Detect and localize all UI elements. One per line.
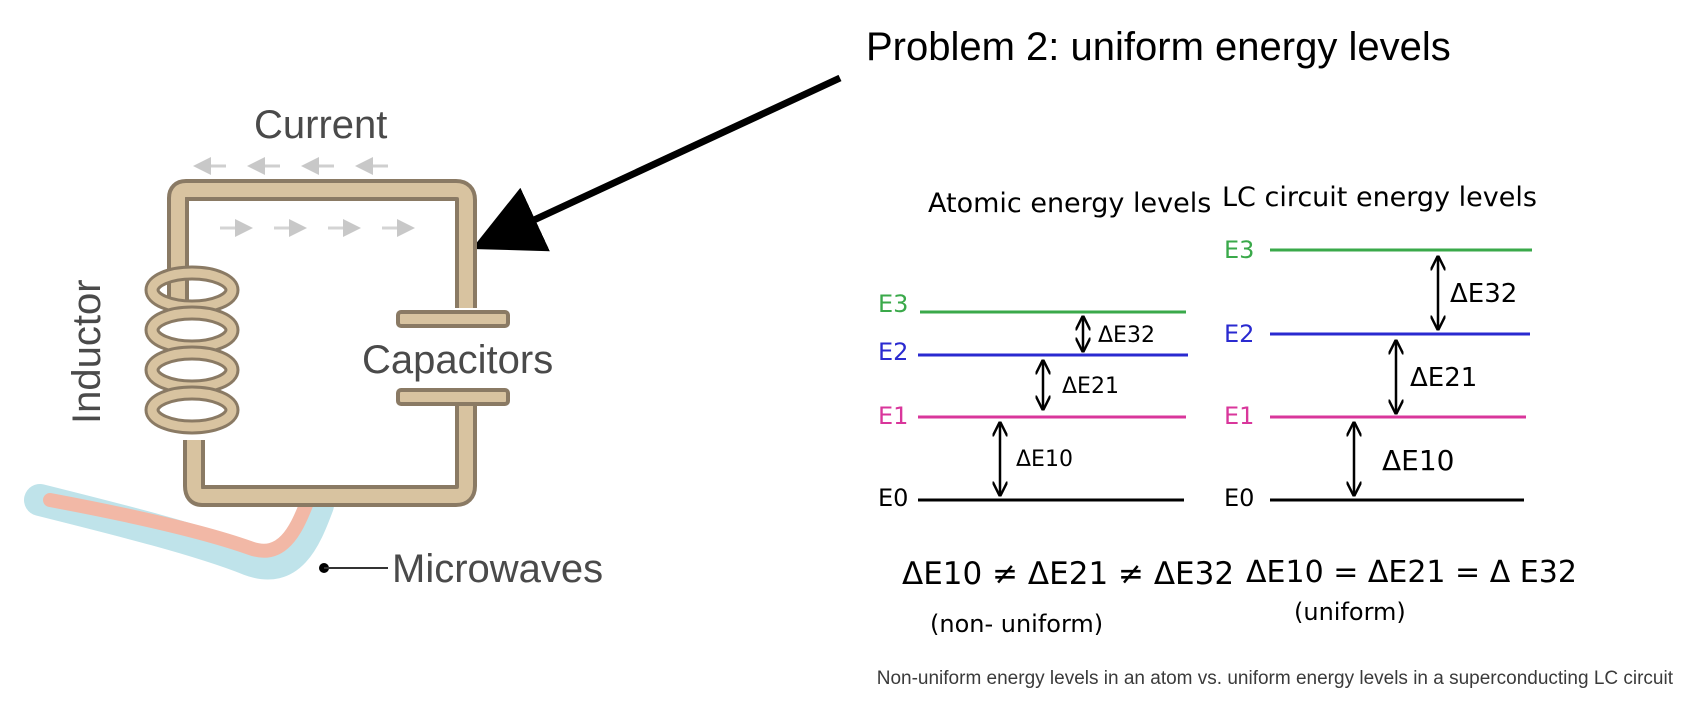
current-label: Current bbox=[254, 103, 387, 147]
capacitor-plate-top bbox=[396, 310, 510, 328]
atomic-label-e0: E0 bbox=[878, 484, 908, 512]
lc-heading: LC circuit energy levels bbox=[1222, 182, 1537, 213]
atomic-gap-label-32: ΔE32 bbox=[1098, 323, 1155, 348]
microwaves-label: Microwaves bbox=[392, 547, 603, 591]
atomic-label-e2: E2 bbox=[878, 338, 908, 366]
atomic-label-e3: E3 bbox=[878, 290, 908, 318]
atomic-relation: ΔE10 ≠ ΔE21 ≠ ΔE32 bbox=[902, 556, 1234, 592]
atomic-note: (non- uniform) bbox=[930, 610, 1103, 638]
lc-relation: ΔE10 = ΔE21 = Δ E32 bbox=[1246, 555, 1577, 590]
atomic-gap-label-10: ΔE10 bbox=[1016, 447, 1073, 472]
atomic-label-e1: E1 bbox=[878, 402, 908, 430]
microwave-signal bbox=[43, 493, 313, 558]
lc-label-e2: E2 bbox=[1224, 320, 1254, 348]
inductor-label: Inductor bbox=[65, 279, 109, 424]
wire bbox=[171, 183, 473, 503]
lc-energy-panel: LC circuit energy levels E3 E2 E1 E0 ΔE3… bbox=[1222, 182, 1577, 626]
lc-gap-label-10: ΔE10 bbox=[1382, 444, 1454, 477]
capacitor-plate-bottom bbox=[396, 388, 510, 406]
lc-label-e1: E1 bbox=[1224, 402, 1254, 430]
atomic-gap-label-21: ΔE21 bbox=[1062, 374, 1119, 399]
pointer-arrow bbox=[471, 74, 842, 252]
page-title: Problem 2: uniform energy levels bbox=[866, 25, 1451, 69]
atomic-heading: Atomic energy levels bbox=[928, 188, 1211, 219]
lc-gap-label-21: ΔE21 bbox=[1410, 363, 1477, 393]
lc-circuit-illustration: Current Inductor Capacitors Microwaves bbox=[24, 103, 603, 591]
lc-label-e0: E0 bbox=[1224, 484, 1254, 512]
atomic-energy-panel: Atomic energy levels E3 E2 E1 E0 ΔE32 ΔE… bbox=[878, 188, 1234, 638]
capacitors-label: Capacitors bbox=[362, 338, 553, 382]
lc-gap-label-32: ΔE32 bbox=[1450, 279, 1517, 309]
figure-caption: Non-uniform energy levels in an atom vs.… bbox=[877, 668, 1674, 689]
lc-note: (uniform) bbox=[1294, 598, 1406, 626]
lc-label-e3: E3 bbox=[1224, 236, 1254, 264]
inductor-coil bbox=[144, 265, 240, 435]
